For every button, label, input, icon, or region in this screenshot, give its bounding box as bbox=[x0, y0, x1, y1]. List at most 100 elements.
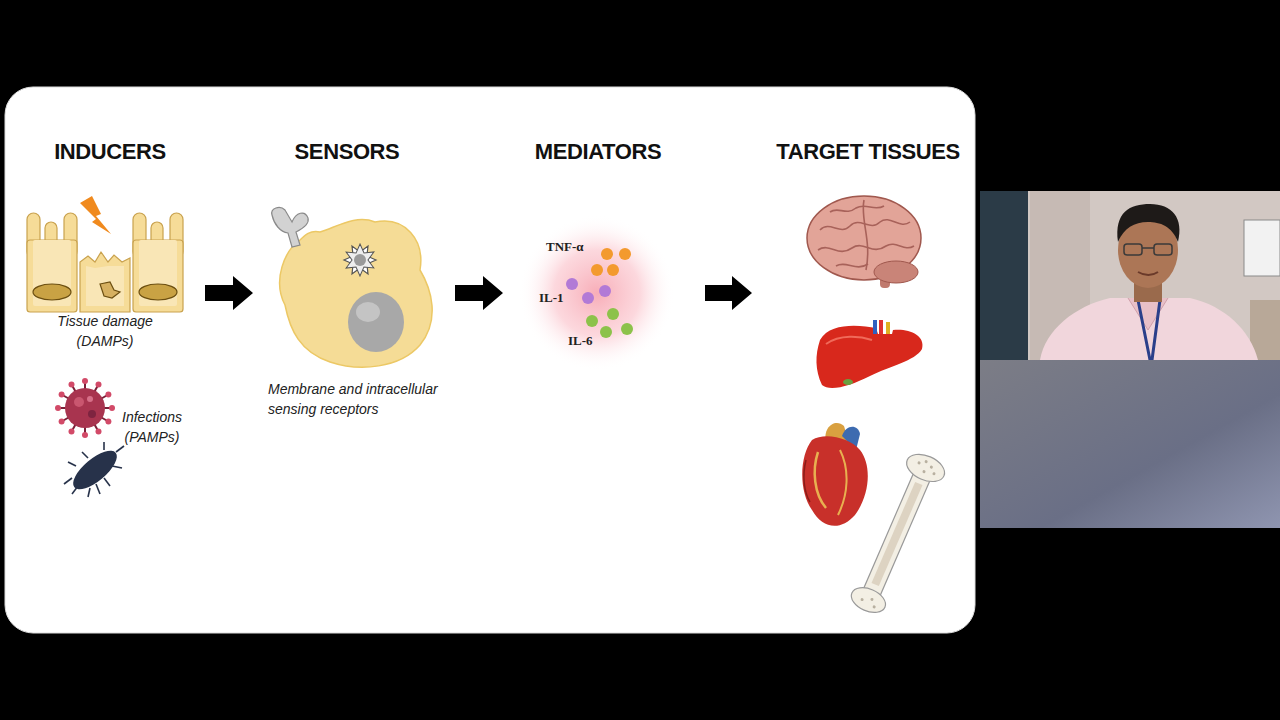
cytokine-cloud bbox=[607, 264, 619, 276]
bacterium-icon bbox=[88, 488, 90, 497]
column-heading: SENSORS bbox=[267, 139, 427, 165]
webcam-inset bbox=[1142, 247, 1154, 249]
bone-illustration bbox=[863, 470, 932, 598]
epithelial-cells bbox=[27, 240, 77, 312]
cytokine-label: TNF-α bbox=[546, 239, 596, 255]
bacterium-icon bbox=[104, 478, 110, 486]
epithelial-cells bbox=[86, 266, 124, 306]
caption-text: Membrane and intracellular sensing recep… bbox=[268, 379, 468, 419]
bacterium-icon bbox=[103, 442, 105, 450]
virus-icon bbox=[69, 428, 75, 434]
virus-icon bbox=[96, 382, 102, 388]
cytokine-cloud bbox=[519, 215, 675, 371]
virus-icon bbox=[55, 378, 115, 438]
cytokine-cloud bbox=[607, 308, 619, 320]
virus-icon bbox=[65, 388, 105, 428]
epithelial-cells bbox=[80, 252, 130, 312]
epithelial-cells bbox=[33, 240, 71, 306]
cytokine-cloud bbox=[600, 326, 612, 338]
flow-arrow bbox=[205, 276, 253, 310]
cytokine-cloud bbox=[619, 248, 631, 260]
bacterium-icon bbox=[112, 466, 122, 468]
webcam-inset bbox=[1128, 298, 1168, 330]
bacterium-icon bbox=[67, 444, 123, 496]
virus-icon bbox=[82, 432, 88, 438]
bone-illustration bbox=[932, 472, 936, 476]
bone-illustration bbox=[902, 449, 948, 487]
bone-illustration bbox=[848, 583, 890, 617]
inducers-column: INDUCERS Tissue damage (DAMPs) Infections … bbox=[25, 135, 205, 620]
epithelial-cells bbox=[33, 284, 71, 300]
bacterium-icon bbox=[116, 446, 124, 452]
caption-text: Tissue damage (DAMPs) bbox=[52, 311, 158, 351]
liver-organ bbox=[826, 337, 872, 344]
virus-icon bbox=[55, 378, 115, 438]
cytokine-cloud bbox=[621, 323, 633, 335]
bacterium-icon bbox=[82, 452, 88, 458]
cytokine-cloud bbox=[599, 285, 611, 297]
virus-icon bbox=[109, 405, 115, 411]
heart-organ bbox=[815, 452, 826, 508]
cytokine-cloud bbox=[582, 292, 594, 304]
cytokine-label: IL-6 bbox=[568, 333, 608, 349]
liver-organ bbox=[886, 322, 890, 334]
mediators-column: MEDIATORSTNF-αIL-1IL-6 bbox=[503, 135, 705, 620]
macrophage-cell bbox=[272, 208, 432, 368]
webcam-inset bbox=[1117, 204, 1179, 242]
bacterium-icon bbox=[68, 462, 76, 466]
brain-organ bbox=[818, 200, 914, 270]
macrophage-cell bbox=[280, 220, 433, 368]
cytokine-cloud bbox=[566, 278, 611, 304]
bone-illustration bbox=[871, 482, 922, 586]
brain-organ bbox=[818, 244, 914, 251]
virus-icon bbox=[55, 405, 61, 411]
bone-illustration bbox=[860, 598, 864, 602]
bone-illustration bbox=[872, 605, 876, 609]
cytokine-cloud bbox=[591, 248, 631, 276]
bacterium-icon bbox=[64, 442, 124, 497]
virus-icon bbox=[69, 382, 75, 388]
heart-organ bbox=[802, 436, 868, 525]
sensors-column: SENSORSMembrane and intracellular sensin… bbox=[253, 135, 455, 620]
caption-text: Infections (PAMPs) bbox=[110, 407, 194, 447]
liver-organ bbox=[816, 326, 922, 388]
bacterium-icon bbox=[64, 442, 124, 497]
column-heading: INDUCERS bbox=[40, 139, 180, 165]
virus-icon bbox=[96, 428, 102, 434]
bone-illustration bbox=[917, 461, 921, 465]
virus-icon bbox=[87, 396, 93, 402]
virus-icon bbox=[82, 378, 88, 384]
bacterium-icon bbox=[96, 484, 100, 494]
liver-organ bbox=[873, 320, 877, 334]
heart-organ bbox=[802, 423, 868, 526]
macrophage-cell bbox=[356, 302, 380, 322]
webcam-inset bbox=[1244, 220, 1280, 276]
macrophage-cell bbox=[354, 254, 366, 266]
webcam-inset bbox=[980, 360, 1280, 528]
cytokine-cloud bbox=[591, 264, 603, 276]
flow-arrow bbox=[455, 276, 503, 310]
cytokine-cloud bbox=[519, 215, 675, 371]
virus-icon bbox=[105, 419, 111, 425]
macrophage-cell bbox=[272, 208, 309, 247]
brain-organ bbox=[830, 206, 884, 212]
brain-organ bbox=[836, 264, 868, 267]
cytokine-cloud bbox=[601, 248, 613, 260]
webcam-inset bbox=[1124, 244, 1142, 255]
bone-illustration bbox=[846, 449, 949, 618]
cytokine-label: IL-1 bbox=[539, 290, 579, 306]
virus-icon bbox=[88, 410, 96, 418]
virus-icon bbox=[105, 392, 111, 398]
flow-arrow bbox=[705, 276, 752, 310]
brain-organ bbox=[874, 261, 918, 283]
virus-icon bbox=[59, 392, 65, 398]
epithelial-cells bbox=[100, 282, 120, 298]
macrophage-cell bbox=[339, 240, 381, 280]
bone-illustration bbox=[924, 460, 928, 464]
virus-icon bbox=[74, 397, 84, 407]
epithelial-cells bbox=[139, 240, 177, 306]
damage-bolt bbox=[80, 196, 111, 234]
column-heading: TARGET TISSUES bbox=[760, 139, 976, 165]
